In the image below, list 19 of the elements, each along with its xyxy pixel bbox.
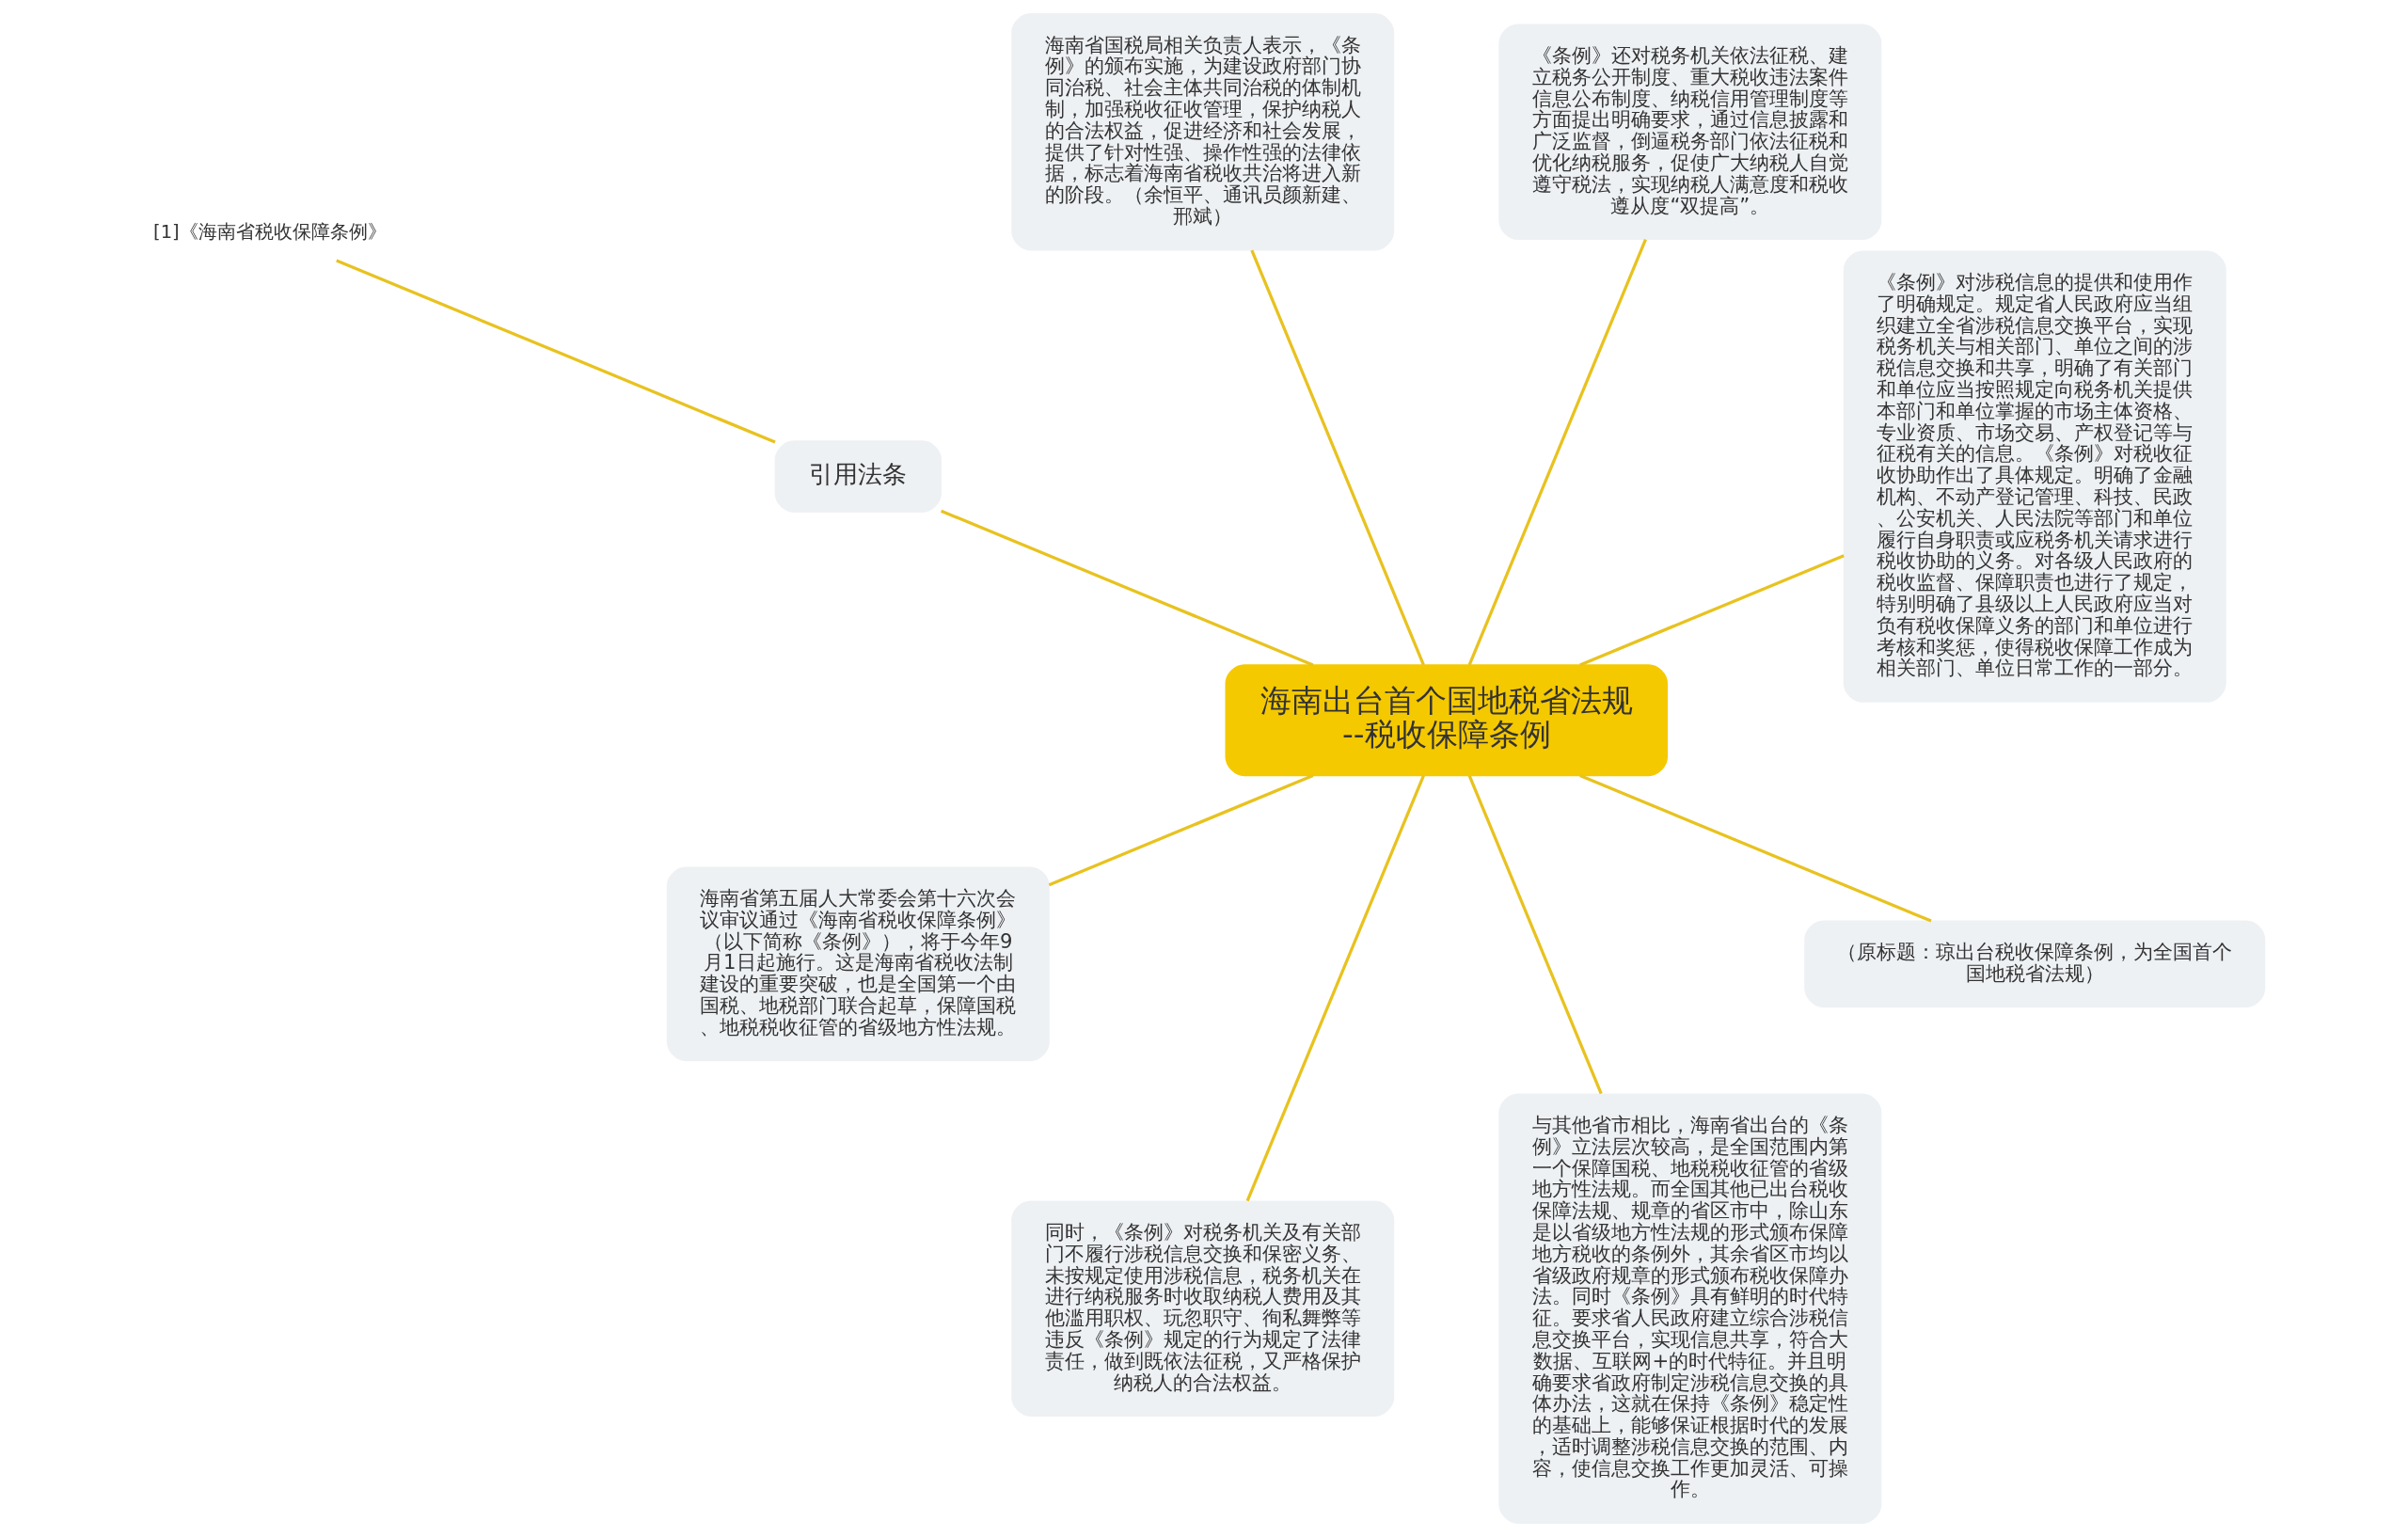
node-box: 海南省第五届人大常委会第十六次会议审议通过《海南省税收保障条例》（以下简称《条例》），将于今年9月1日起施行。这是海南省税收法制建设的重要突破，也是全国第一个由国税、地税部门联合起草，保障国税、地税税收征管的省级地方性法规。 bbox=[666, 866, 1050, 1062]
node-box: 《条例》对涉税信息的提供和使用作了明确规定。规定省人民政府应当组织建立全省涉税信息交换平台，实现税务机关与相关部门、单位之间的涉税信息交换和共享，明确了有关部门和单位应当按照规定向税务机关提供本部门和单位掌握的市场主体资格、专业资质、市场交易、产权登记等与征税有关的信息。《条例》对税收征收协助作出了具体规定。明确了金融机构、不动产登记管理、科技、民政、公安机关、人民法院等部门和单位履行自身职责或应税务机关请求进行税收协助的义务。对各级人民政府的税收监督、保障职责也进行了规定，特别明确了县级以上人民政府应当对负有税收保障义务的部门和单位进行考核和奖惩，使得税收保障工作成为相关部门、单位日常工作的一部分。 bbox=[1843, 250, 2226, 703]
node-box: 《条例》还对税务机关依法征税、建立税务公开制度、重大税收违法案件信息公布制度、纳税信用管理制度等方面提出明确要求，通过信息披露和广泛监督，倒逼税务部门依法征税和优化纳税服务，促使广大纳税人自觉遵守税法，实现纳税人满意度和税收遵从度“双提高”。 bbox=[1498, 24, 1882, 241]
connector bbox=[1467, 239, 1647, 666]
connector bbox=[1467, 774, 1603, 1095]
node-box: （原标题：琼出台税收保障条例，为全国首个国地税省法规） bbox=[1804, 920, 2266, 1008]
node-box: 海南省国税局相关负责人表示，《条例》的颁布实施，为建设政府部门协同治税、社会主体共同治税的体制机制，加强税收征收管理，保护纳税人的合法权益，促进经济和社会发展，提供了针对性强、操作性强的法律依据，标志着海南省税收共治将进入新的阶段。（余恒平、通讯员颜新建、邢斌） bbox=[1011, 13, 1395, 251]
node-box: 与其他省市相比，海南省出台的《条例》立法层次较高，是全国范围内第一个保障国税、地税税收征管的省级地方性法规。而全国其他已出台税收保障法规、规章的省区市中，除山东是以省级地方性法规的形式颁布保障地方税收的条例外，其余省区市均以省级政府规章的形式颁布税收保障办法。同时《条例》具有鲜明的时代特征。要求省人民政府建立综合涉税信息交换平台，实现信息共享，符合大数据、互联网+的时代特征。并且明确要求省政府制定涉税信息交换的具体办法，这就在保持《条例》稳定性的基础上，能够保证根据时代的发展，适时调整涉税信息交换的范围、内容，使信息交换工作更加灵活、可操作。 bbox=[1498, 1093, 1882, 1524]
connector bbox=[1245, 774, 1425, 1202]
node-text: [1]《海南省税收保障条例》 bbox=[153, 220, 387, 243]
node-box: 引用法条 bbox=[774, 440, 943, 513]
connector bbox=[1579, 774, 1932, 923]
connector bbox=[1250, 249, 1425, 666]
node-box: 同时，《条例》对税务机关及有关部门不履行涉税信息交换和保密义务、未按规定使用涉税信息，税务机关在进行纳税服务时收取纳税人费用及其他滥用职权、玩忽职守、徇私舞弊等违反《条例》规定的行为规定了法律责任，做到既依法征税，又严格保护纳税人的合法权益。 bbox=[1011, 1200, 1395, 1417]
connector bbox=[336, 259, 776, 444]
connector bbox=[1579, 554, 1845, 667]
connector bbox=[1048, 774, 1314, 887]
node-box: 海南出台首个国地税省法规--税收保障条例 bbox=[1225, 664, 1669, 777]
connector bbox=[940, 509, 1314, 667]
